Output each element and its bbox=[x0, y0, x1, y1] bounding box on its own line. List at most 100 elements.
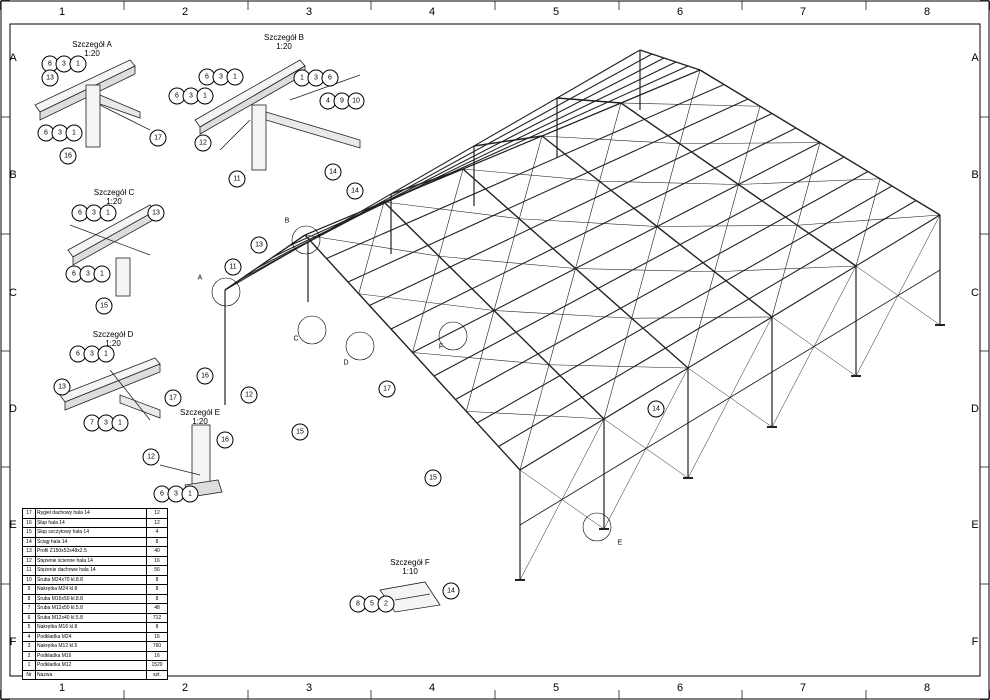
bom-name: Śruba M24x70 kl.8.8 bbox=[35, 574, 147, 585]
detail-a-sketch bbox=[34, 59, 151, 148]
part-bubble: 16 bbox=[59, 147, 77, 165]
bom-nr: 5 bbox=[22, 622, 36, 633]
part-bubble: 16 bbox=[216, 431, 234, 449]
detail-callout-circle bbox=[211, 277, 241, 307]
part-bubble: 10 bbox=[347, 92, 365, 110]
grid-row-label: C bbox=[971, 287, 979, 299]
bom-nr: 10 bbox=[22, 574, 36, 585]
grid-col-label: 4 bbox=[428, 6, 436, 18]
part-bubble: 1 bbox=[65, 124, 83, 142]
part-bubble: 1 bbox=[69, 55, 87, 73]
part-bubble: 12 bbox=[240, 386, 258, 404]
part-bubble: 15 bbox=[291, 423, 309, 441]
bom-nr: 15 bbox=[22, 527, 36, 538]
grid-col-label: 2 bbox=[181, 6, 189, 18]
grid-row-label: A bbox=[971, 52, 979, 64]
bom-qty: 8 bbox=[146, 584, 168, 595]
bom-nr: 14 bbox=[22, 536, 36, 547]
bom-qty: 16 bbox=[146, 631, 168, 642]
part-bubble: 1 bbox=[196, 87, 214, 105]
bom-qty: 48 bbox=[146, 603, 168, 614]
bom-name: Śruba M12x50 kl.5.8 bbox=[35, 603, 147, 614]
grid-row-label: D bbox=[971, 403, 979, 415]
bom-qty: 1520 bbox=[146, 660, 168, 671]
part-bubble: 16 bbox=[196, 367, 214, 385]
grid-col-label: 8 bbox=[923, 6, 931, 18]
bom-name: Śruba M16x50 kl.8.8 bbox=[35, 593, 147, 604]
part-bubble: 17 bbox=[149, 129, 167, 147]
grid-col-label: 2 bbox=[181, 682, 189, 694]
bom-qty: 8 bbox=[146, 593, 168, 604]
bom-qty: 16 bbox=[146, 555, 168, 566]
bom-nr: Nr bbox=[22, 669, 36, 680]
bom-nr: 17 bbox=[22, 508, 36, 519]
grid-col-label: 6 bbox=[676, 6, 684, 18]
bom-qty: 56 bbox=[146, 565, 168, 576]
part-bubble: 3 bbox=[51, 124, 69, 142]
bom-name: Profil Z150x52x48x2.5 bbox=[35, 546, 147, 557]
grid-col-label: 7 bbox=[799, 682, 807, 694]
detail-callout-circle bbox=[438, 321, 468, 351]
grid-row-label: B bbox=[971, 169, 979, 181]
part-bubble: 17 bbox=[164, 389, 182, 407]
bom-name: Podkładka M16 bbox=[35, 650, 147, 661]
part-bubble: 3 bbox=[79, 265, 97, 283]
bom-name: Słup szczytowy hala 14 bbox=[35, 527, 147, 538]
bom-nr: 9 bbox=[22, 584, 36, 595]
part-bubble: 15 bbox=[424, 469, 442, 487]
detail-callout-letter: A bbox=[197, 274, 203, 282]
grid-col-label: 5 bbox=[552, 682, 560, 694]
bom-name: Nazwa bbox=[35, 669, 147, 680]
grid-col-label: 5 bbox=[552, 6, 560, 18]
part-bubble: 13 bbox=[41, 69, 59, 87]
grid-col-label: 1 bbox=[58, 682, 66, 694]
bom-qty: 12 bbox=[146, 508, 168, 519]
detail-callout-letter: C bbox=[293, 335, 299, 343]
bom-name: Stężenie ścienne hala 14 bbox=[35, 555, 147, 566]
part-bubble: 14 bbox=[324, 163, 342, 181]
bom-qty: 760 bbox=[146, 641, 168, 652]
grid-row-label: C bbox=[9, 287, 17, 299]
part-bubble: 2 bbox=[377, 595, 395, 613]
bom-nr: 6 bbox=[22, 612, 36, 623]
bom-nr: 8 bbox=[22, 593, 36, 604]
bom-qty: szt. bbox=[146, 669, 168, 680]
part-bubble: 1 bbox=[181, 485, 199, 503]
grid-col-label: 7 bbox=[799, 6, 807, 18]
bom-nr: 12 bbox=[22, 555, 36, 566]
bom-qty: 8 bbox=[146, 622, 168, 633]
detail-callout-letter: B bbox=[284, 217, 290, 225]
bom-name: Nakrętka M12 kl.5 bbox=[35, 641, 147, 652]
bom-qty: 16 bbox=[146, 650, 168, 661]
grid-row-label: B bbox=[9, 169, 17, 181]
detail-callout-letter: F bbox=[438, 343, 444, 351]
part-bubble: 11 bbox=[224, 258, 242, 276]
part-bubble: 1 bbox=[99, 204, 117, 222]
bom-name: Śruba M12x40 kl.5.8 bbox=[35, 612, 147, 623]
part-bubble: 15 bbox=[95, 297, 113, 315]
grid-row-label: A bbox=[9, 52, 17, 64]
grid-row-label: F bbox=[971, 636, 979, 648]
part-bubble: 13 bbox=[147, 204, 165, 222]
bom-name: Słup hala 14 bbox=[35, 517, 147, 528]
bom-qty: 12 bbox=[146, 517, 168, 528]
